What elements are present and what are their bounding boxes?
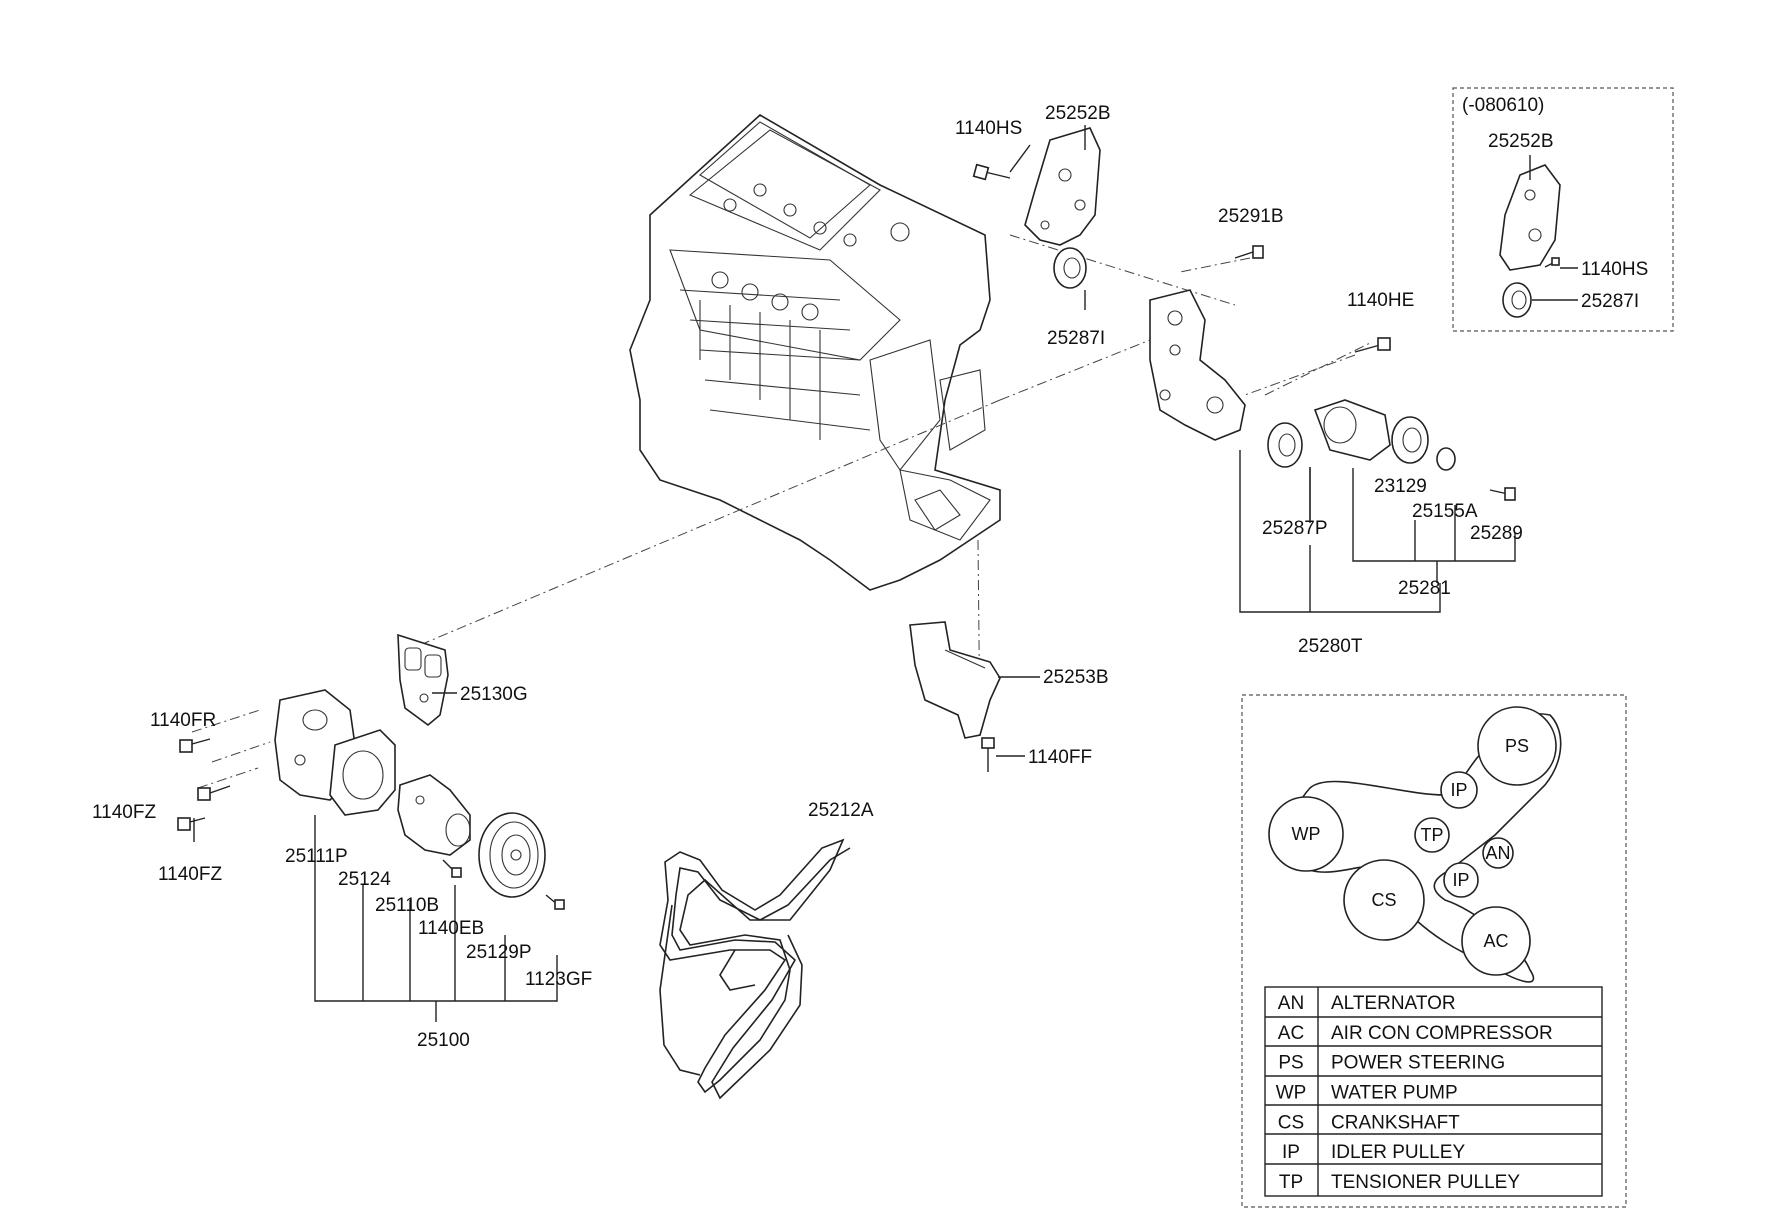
label-1140FZ-lower: 1140FZ (158, 864, 222, 885)
pulley-label-ac: AC (1483, 931, 1508, 951)
pulley-label-cs: CS (1371, 890, 1396, 910)
pulley-ac (1461, 906, 1531, 976)
pulley-label-wp: WP (1292, 824, 1321, 844)
label-1140FF: 1140FF (1028, 747, 1092, 768)
pulley-wp (1268, 796, 1344, 872)
bolt-1140FZ-upper (197, 785, 231, 801)
tensioner-25281 (1313, 399, 1391, 461)
label-25252B: 25252B (1045, 103, 1111, 124)
pulley-ip-lower (1443, 862, 1479, 898)
label-23129: 23129 (1374, 476, 1427, 497)
legend-code: CS (1278, 1112, 1304, 1133)
bracket-25253B (909, 621, 1001, 739)
label-25129P: 25129P (466, 942, 532, 963)
callout-bracket-25100 (193, 815, 558, 1022)
inset-080610 (1452, 87, 1674, 332)
label-1140HE: 1140HE (1347, 290, 1414, 311)
pulley-label-ip-lower: IP (1452, 870, 1469, 890)
gasket-25130G (397, 633, 449, 727)
bolt-1140FZ-lower (177, 817, 206, 831)
pulley-tp (1414, 817, 1450, 853)
pump-pulley-25129P (478, 812, 546, 898)
label-25281: 25281 (1398, 578, 1451, 599)
pulley-cs (1343, 859, 1425, 941)
pulley-label-ps: PS (1505, 736, 1529, 756)
gasket-25124 (329, 729, 396, 816)
cap-25155A (1436, 447, 1456, 471)
pulley-ip-upper (1440, 771, 1478, 809)
pulley-label-an: AN (1485, 843, 1510, 863)
legend-name: WATER PUMP (1331, 1083, 1458, 1104)
bracket-25252B (1024, 127, 1101, 246)
bolt-25289 (1489, 487, 1516, 501)
legend-code: IP (1282, 1142, 1300, 1163)
label-25280T: 25280T (1298, 636, 1363, 657)
label-1140FR: 1140FR (150, 710, 216, 731)
label-25291B: 25291B (1218, 206, 1284, 227)
water-pump-25110B (397, 774, 471, 856)
label-25100: 25100 (417, 1030, 470, 1051)
part-labels: 1140HS 25252B 25287I 25291B 1140HE 23129… (92, 95, 1648, 1051)
legend-code: AN (1278, 993, 1304, 1014)
legend-name: TENSIONER PULLEY (1331, 1172, 1520, 1193)
idler-pulley-25287P (1267, 422, 1303, 468)
label-1123GF: 1123GF (525, 969, 592, 990)
belt-routing-diagram: PS IP WP TP AN IP CS AC AN ALTERNATOR AC AI… (1241, 694, 1627, 1208)
label-25253B: 25253B (1043, 667, 1109, 688)
bolt-1140FR (179, 738, 211, 753)
label-1140FZ-upper: 1140FZ (92, 802, 156, 823)
label-25124: 25124 (338, 869, 391, 890)
label-25287I: 25287I (1047, 328, 1105, 349)
label-25287P: 25287P (1262, 518, 1328, 539)
legend-name: ALTERNATOR (1331, 993, 1456, 1014)
label-leaders (1009, 125, 1531, 520)
label-inset-25252B: 25252B (1488, 131, 1554, 152)
label-25111P: 25111P (285, 846, 348, 867)
label-inset-1140HS: 1140HS (1581, 259, 1648, 280)
label-1140HS: 1140HS (955, 118, 1022, 139)
bolt-1123GF (545, 894, 565, 910)
label-inset-25287I: 25287I (1581, 291, 1639, 312)
label-inset-080610: (-080610) (1462, 95, 1544, 116)
legend-code: AC (1278, 1023, 1304, 1044)
bolt-1140HS (972, 163, 1011, 181)
legend-name: AIR CON COMPRESSOR (1331, 1023, 1553, 1044)
bolt-1140EB (442, 859, 462, 878)
engine-block (629, 114, 1001, 591)
label-25155A: 25155A (1412, 501, 1478, 522)
pulley-ps (1477, 706, 1557, 786)
label-25130G: 25130G (460, 684, 528, 705)
bolt-1140HE (1354, 337, 1391, 353)
label-25110B: 25110B (375, 895, 439, 916)
idler-pulley-25287I (1053, 247, 1087, 289)
label-25289: 25289 (1470, 523, 1523, 544)
pulley-an (1482, 837, 1514, 869)
bolt-25291B (1234, 245, 1264, 259)
legend-code: TP (1279, 1172, 1303, 1193)
tensioner-bracket (1149, 289, 1246, 441)
pulley-label-tp: TP (1420, 825, 1443, 845)
belt-25212A (659, 838, 851, 1100)
legend-table: AN ALTERNATOR AC AIR CON COMPRESSOR PS POWER … (1264, 986, 1603, 1197)
legend-code: WP (1276, 1083, 1307, 1104)
label-1140EB: 1140EB (418, 918, 484, 939)
pulley-23129 (1391, 416, 1429, 464)
legend-name: CRANKSHAFT (1331, 1112, 1460, 1133)
legend-name: IDLER PULLEY (1331, 1142, 1465, 1163)
pulley-label-ip-upper: IP (1450, 780, 1467, 800)
legend-name: POWER STEERING (1331, 1053, 1505, 1074)
label-25212A: 25212A (808, 800, 874, 821)
legend-code: PS (1278, 1053, 1303, 1074)
bolt-1140FF (981, 737, 995, 772)
